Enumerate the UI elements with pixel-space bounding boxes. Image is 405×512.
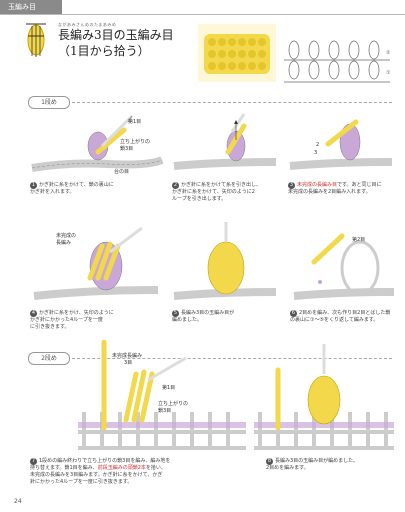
label-unfinished-2: 長編み [56,240,72,246]
step4-illustration [33,226,159,300]
svg-text:3: 3 [314,150,317,156]
section-tab: 玉編み目 [0,0,62,14]
label-turning-chain-2: 鎖3目 [120,146,134,152]
step6-illustration [293,233,395,300]
header-rule [0,14,405,15]
label-second-stitch: 第2目 [352,237,366,243]
label-turning-chain-4: 鎖3目 [158,408,172,414]
label-three-stitches: 3目 [124,360,133,366]
tama-stitch-symbol-icon [26,23,46,57]
row2-label: 2段め [28,352,70,365]
label-base-stitch: 台の目 [114,169,130,175]
page-subtitle: （1目から拾う） [58,44,150,58]
step7-illustration [78,340,246,450]
label-turning-chain-1: 立ち上がりの [120,139,151,145]
step2-illustration [173,113,277,170]
page-title: 長編み3目の玉編み目 [58,28,174,42]
svg-text:2: 2 [316,142,319,148]
label-turning-chain-3: 立ち上がりの [158,401,189,407]
svg-text:②: ② [386,50,391,56]
page-number: 24 [14,498,22,505]
label-first-stitch: 第1目 [128,119,142,125]
svg-text:①: ① [386,70,391,76]
row1-divider [72,102,392,103]
label-first-stitch-row2: 第1目 [162,385,176,391]
row1-label: 1段め [28,96,70,109]
step5-illustration [173,222,277,300]
step1-illustration [31,114,164,172]
title-ruby: ながあみさんめのたまあみめ [58,22,117,27]
label-unfinished-1: 未完成の [56,233,77,239]
step3-illustration: 2 3 [289,119,393,170]
row2-divider [72,358,392,359]
stitch-chart: ② ① [284,40,391,83]
swatch-photo [198,24,276,82]
label-unfinished-dc: 未完成長編み [112,353,143,359]
step8-illustration [254,344,394,450]
